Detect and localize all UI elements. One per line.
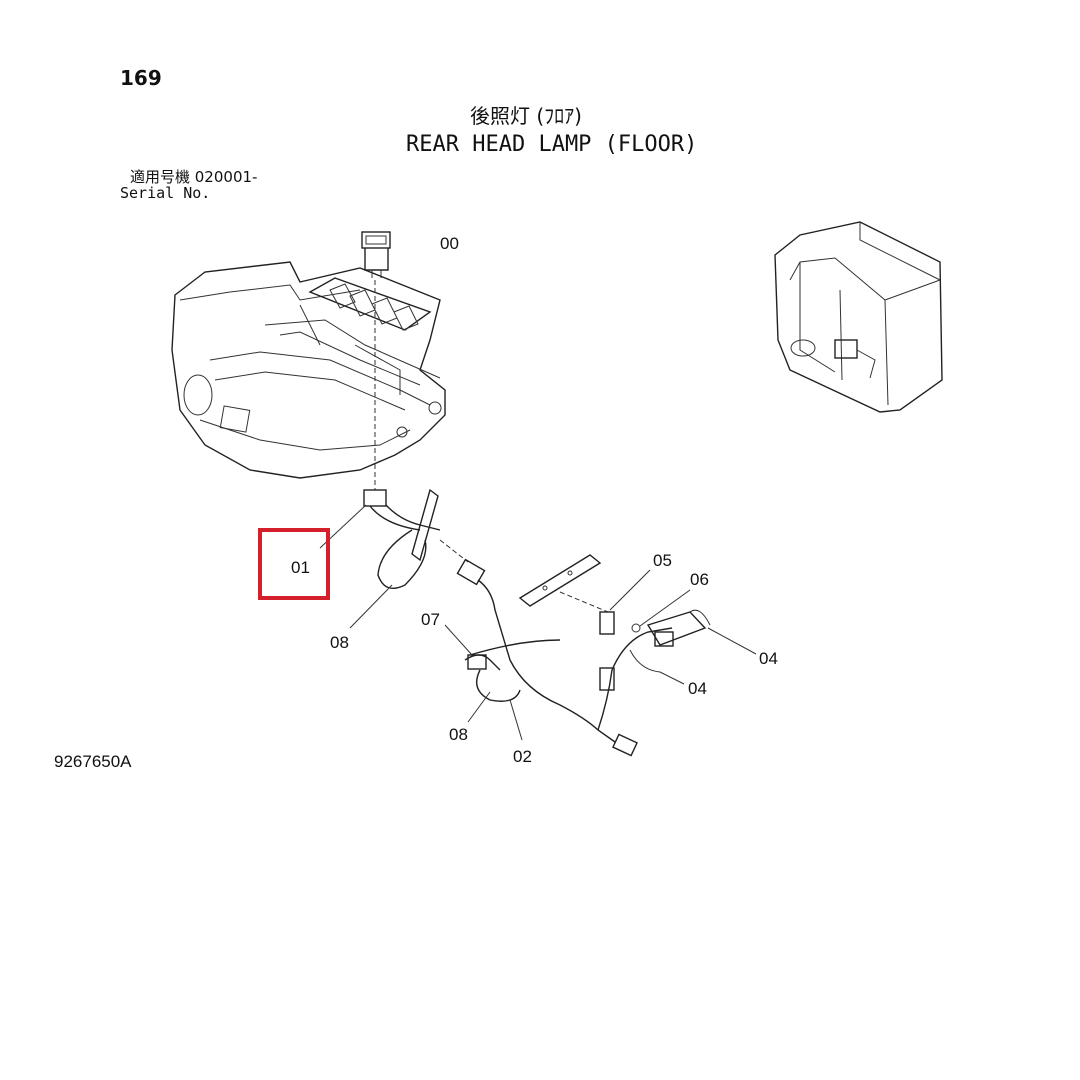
highlight-box-01 [258,528,330,600]
callout-04-right: 04 [759,649,778,668]
callout-08-bottom: 08 [449,725,468,744]
callout-01: 01 [291,558,310,577]
console-housing [171,261,446,479]
title-english: REAR HEAD LAMP (FLOOR) [406,132,698,157]
serial-label-english: Serial No. [120,184,211,202]
callout-06: 06 [690,570,709,589]
callout-08-left: 08 [330,633,349,652]
lamp-parts-04-06 [629,589,757,685]
page-number: 169 [120,66,162,90]
callout-04-lower: 04 [688,679,707,698]
callout-05: 05 [653,551,672,570]
document-id: 9267650A [54,752,132,771]
cab-view [774,221,943,413]
callout-00: 00 [440,234,459,253]
harness-part-01 [319,488,469,629]
bracket-part-05 [518,554,651,635]
callout-07: 07 [421,610,440,629]
title-japanese: 後照灯 (ﾌﾛｱ) [470,104,582,128]
serial-label-japanese: 適用号機 020001- [130,168,258,186]
switch-part-00 [361,231,391,490]
switch-panel [308,277,432,331]
harness-part-02 [444,558,673,757]
callout-02: 02 [513,747,532,766]
